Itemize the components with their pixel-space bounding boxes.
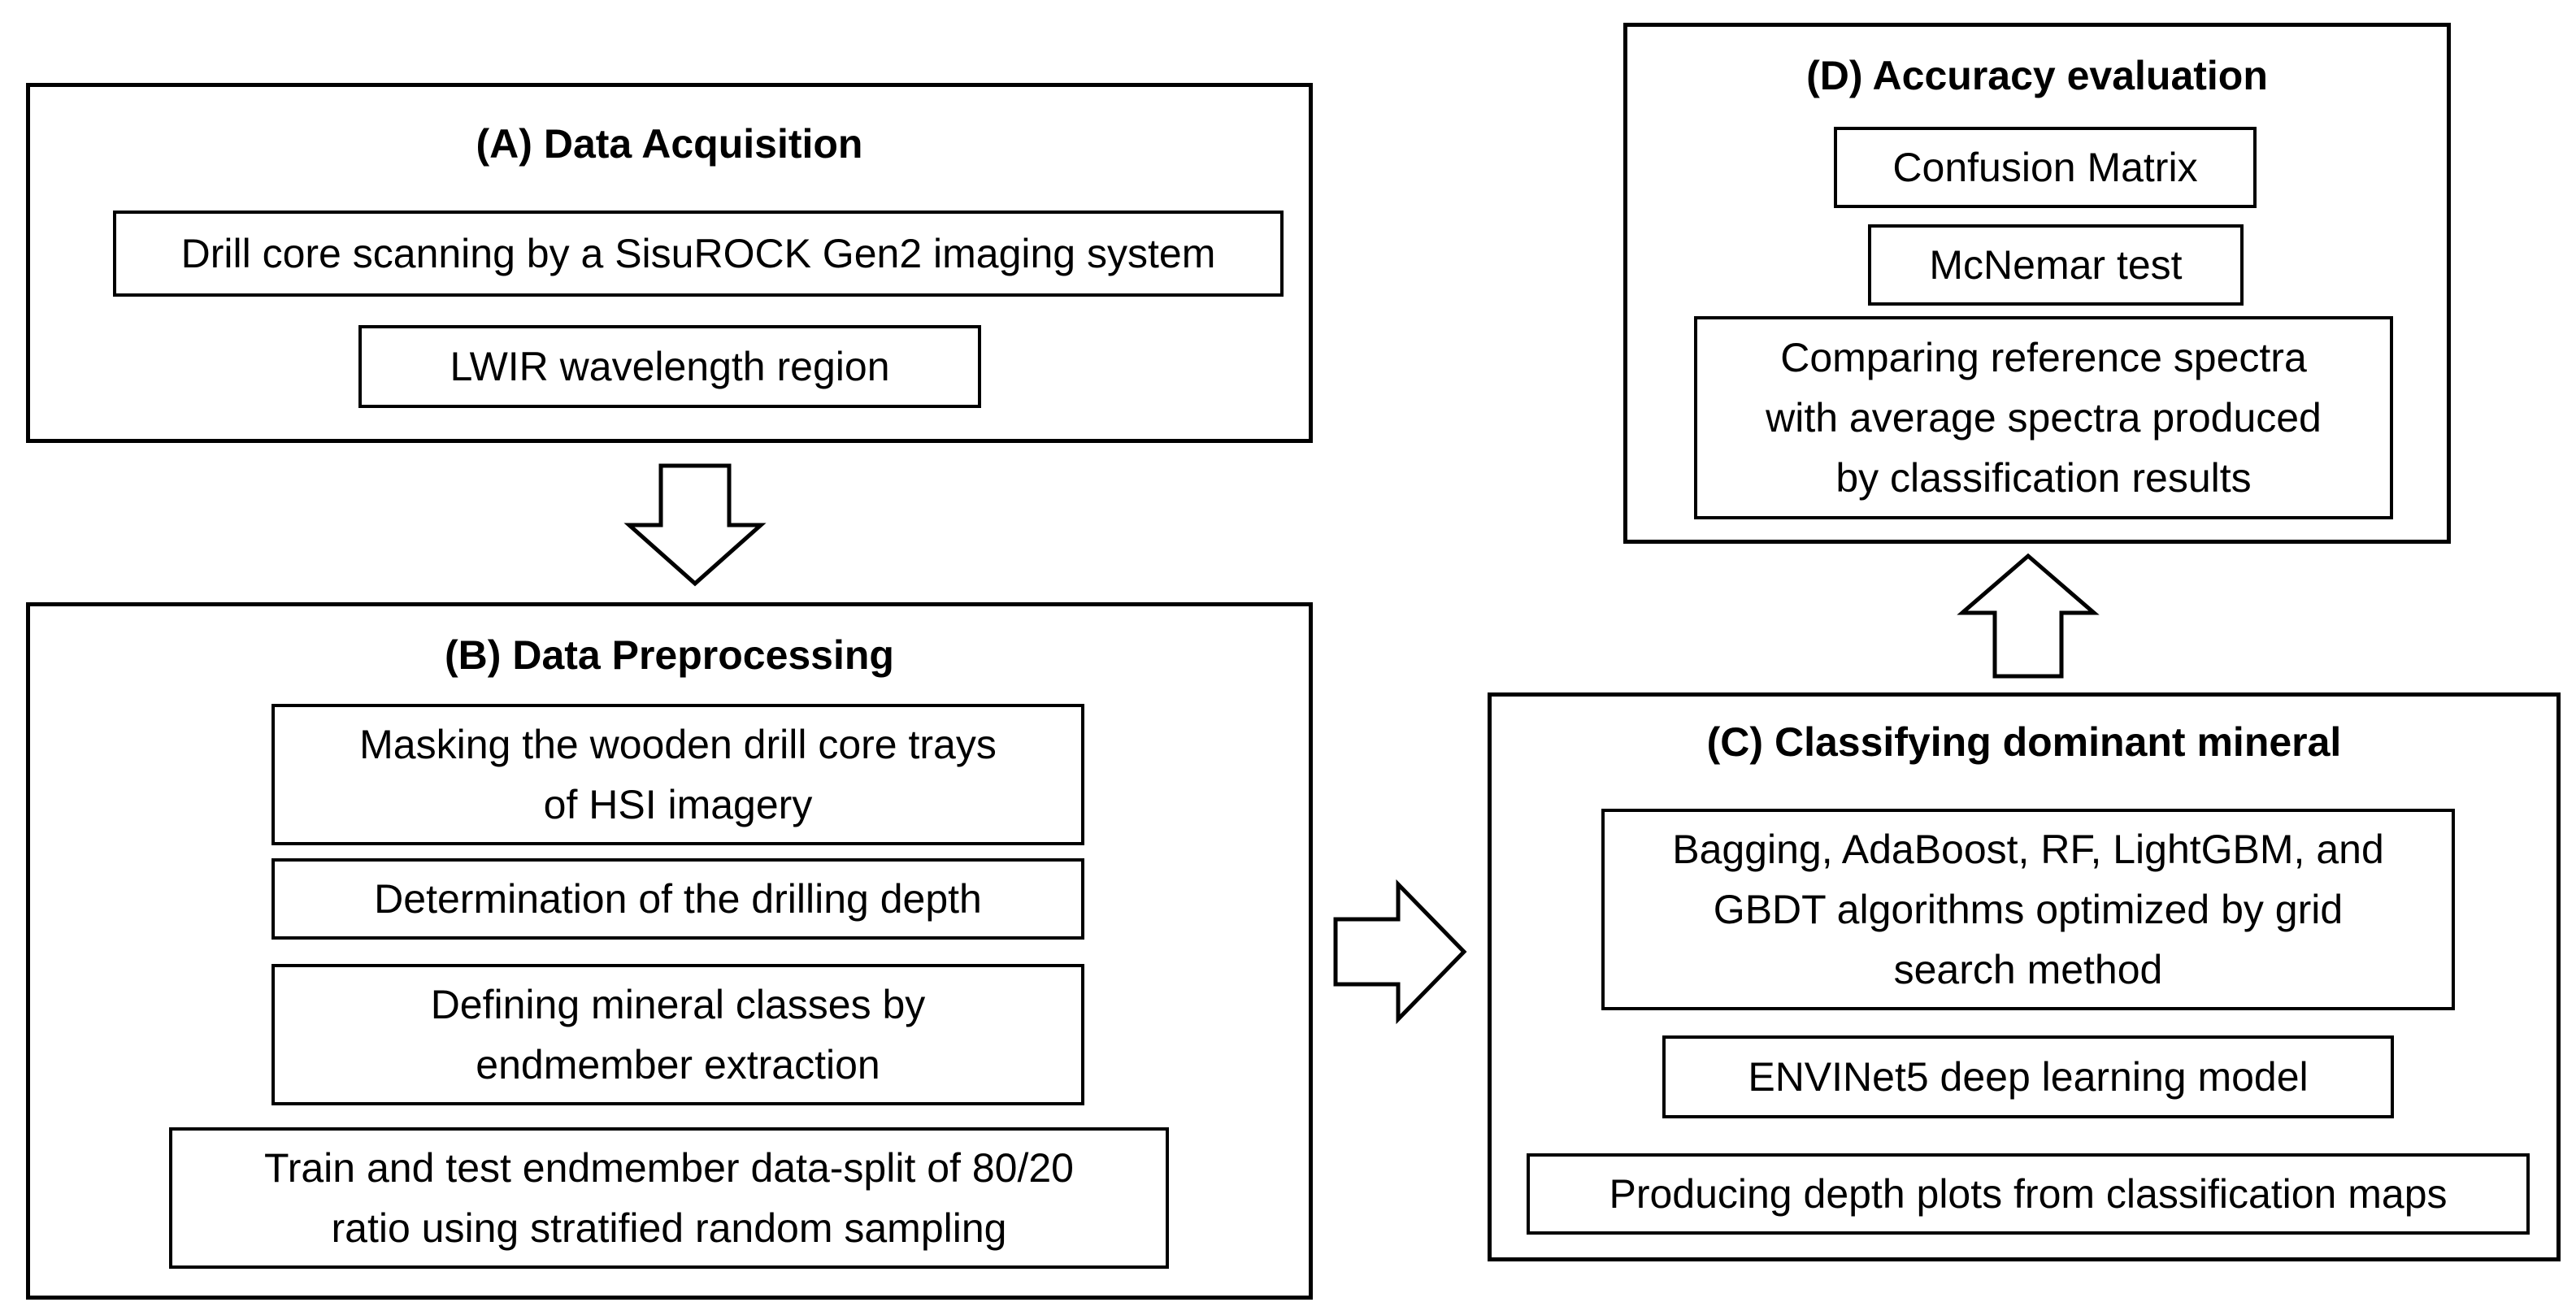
step-label: McNemar test <box>1929 242 2183 288</box>
step-masking-trays: Masking the wooden drill core trays of H… <box>272 704 1084 845</box>
step-label: Confusion Matrix <box>1892 145 2198 190</box>
step-label: LWIR wavelength region <box>450 344 890 389</box>
step-drilling-depth: Determination of the drilling depth <box>272 858 1084 940</box>
step-ensemble-algorithms: Bagging, AdaBoost, RF, LightGBM, and GBD… <box>1601 809 2455 1010</box>
step-label-line: Comparing reference spectra <box>1780 335 2307 380</box>
step-label-line: Train and test endmember data-split of 8… <box>264 1145 1074 1191</box>
step-confusion-matrix: Confusion Matrix <box>1834 127 2257 208</box>
panel-data-preprocessing: (B) Data Preprocessing Masking the woode… <box>26 602 1313 1300</box>
step-label-line: ratio using stratified random sampling <box>331 1205 1007 1251</box>
panel-accuracy-evaluation: (D) Accuracy evaluation Confusion Matrix… <box>1623 23 2451 544</box>
panel-data-acquisition: (A) Data Acquisition Drill core scanning… <box>26 83 1313 443</box>
step-label-line: Defining mineral classes by <box>430 982 926 1027</box>
step-label-line: Bagging, AdaBoost, RF, LightGBM, and <box>1672 827 2384 872</box>
step-label: Determination of the drilling depth <box>374 876 982 922</box>
step-label-line: search method <box>1893 947 2163 992</box>
step-envinet5-model: ENVINet5 deep learning model <box>1662 1035 2394 1118</box>
step-lwir-region: LWIR wavelength region <box>358 325 981 408</box>
step-comparing-spectra: Comparing reference spectra with average… <box>1694 316 2393 519</box>
step-defining-mineral-classes: Defining mineral classes by endmember ex… <box>272 964 1084 1105</box>
panel-title-data-preprocessing: (B) Data Preprocessing <box>445 632 894 678</box>
step-label: ENVINet5 deep learning model <box>1748 1054 2309 1100</box>
panel-title-data-acquisition: (A) Data Acquisition <box>476 121 863 167</box>
step-label-line: endmember extraction <box>476 1042 880 1087</box>
arrow-up-icon <box>1957 553 2100 679</box>
step-label-line: with average spectra produced <box>1766 395 2322 441</box>
step-train-test-split: Train and test endmember data-split of 8… <box>169 1127 1169 1269</box>
step-label-line: Masking the wooden drill core trays <box>359 722 997 767</box>
step-depth-plots: Producing depth plots from classificatio… <box>1527 1153 2530 1235</box>
step-label-line: GBDT algorithms optimized by grid <box>1713 887 2344 932</box>
step-label-line: of HSI imagery <box>543 782 813 827</box>
step-mcnemar-test: McNemar test <box>1868 224 2244 306</box>
panel-title-classifying-dominant-mineral: (C) Classifying dominant mineral <box>1706 719 2342 765</box>
step-label: Producing depth plots from classificatio… <box>1609 1171 2448 1217</box>
panel-classifying-dominant-mineral: (C) Classifying dominant mineral Bagging… <box>1488 692 2561 1261</box>
arrow-right-icon <box>1333 879 1467 1025</box>
step-label-line: by classification results <box>1835 455 2252 501</box>
arrow-down-icon <box>623 463 767 587</box>
step-label: Drill core scanning by a SisuROCK Gen2 i… <box>180 231 1216 276</box>
step-drill-core-scanning: Drill core scanning by a SisuROCK Gen2 i… <box>113 211 1284 297</box>
panel-title-accuracy-evaluation: (D) Accuracy evaluation <box>1806 53 2268 98</box>
